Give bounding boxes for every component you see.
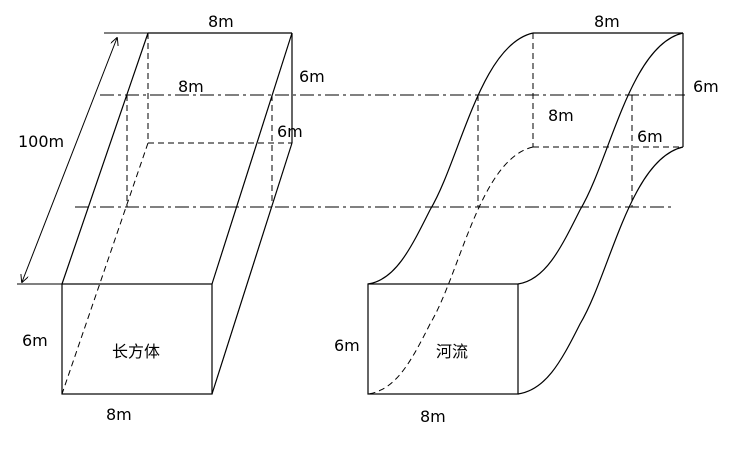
river-hidden-bottom-curve [367, 146, 534, 395]
river-top-width-label: 8m [594, 12, 620, 31]
river-name-label: 河流 [436, 342, 468, 361]
cuboid-front-height-label: 6m [22, 331, 48, 350]
cuboid-name-label: 长方体 [112, 342, 160, 361]
river-top-height-label: 6m [693, 77, 719, 96]
cuboid-front-face [61, 283, 213, 395]
cuboid-front-width-label: 8m [106, 405, 132, 424]
cuboid-figure [17, 32, 293, 395]
river-front-face [367, 283, 519, 395]
river-right-top-curve [517, 32, 684, 285]
cuboid-length-arrow [22, 38, 117, 282]
cuboid-right-bottom-long-edge [211, 142, 293, 395]
river-right-bottom-curve [517, 146, 684, 395]
cuboid-top-width-label: 8m [208, 12, 234, 31]
cuboid-right-top-long-edge [211, 32, 293, 285]
cuboid-top-height-label: 6m [299, 67, 325, 86]
cuboid-length-label: 100m [18, 132, 64, 151]
river-front-height-label: 6m [334, 336, 360, 355]
cuboid-left-long-edge [61, 32, 149, 285]
river-front-width-label: 8m [420, 407, 446, 426]
river-left-curve [367, 32, 534, 285]
cuboid-mid-width-label: 8m [178, 77, 204, 96]
cuboid-mid-height-label: 6m [277, 122, 303, 141]
river-figure [367, 32, 684, 395]
river-mid-height-label: 6m [637, 127, 663, 146]
river-mid-width-label: 8m [548, 106, 574, 125]
